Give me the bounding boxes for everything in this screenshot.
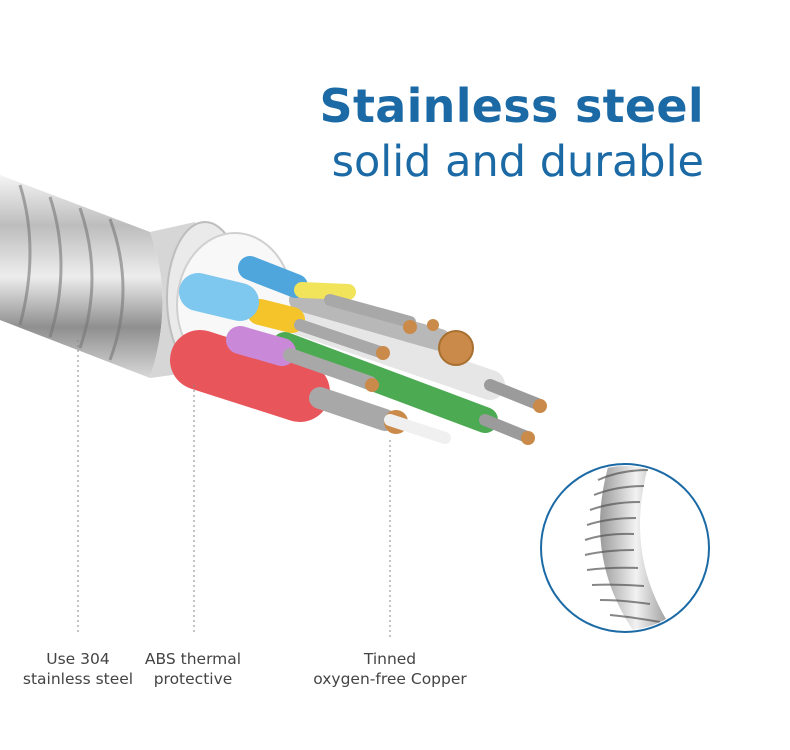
label-abs-line2: protective <box>153 670 233 688</box>
label-abs: ABS thermal protective <box>128 649 258 689</box>
label-steel-line1: Use 304 <box>46 650 110 668</box>
label-copper: Tinned oxygen-free Copper <box>300 649 480 689</box>
zoom-circle <box>540 463 710 633</box>
label-steel-line2: stainless steel <box>22 670 134 688</box>
headline-title: Stainless steel <box>319 79 704 133</box>
label-copper-line1: Tinned <box>363 650 417 668</box>
label-steel: Use 304 stainless steel <box>8 649 148 689</box>
headline: Stainless steel solid and durable <box>320 80 704 188</box>
label-abs-line1: ABS thermal <box>144 650 242 668</box>
label-copper-line2: oxygen-free Copper <box>313 670 467 688</box>
wire-bundle <box>170 256 547 445</box>
headline-subtitle: solid and durable <box>331 137 704 187</box>
